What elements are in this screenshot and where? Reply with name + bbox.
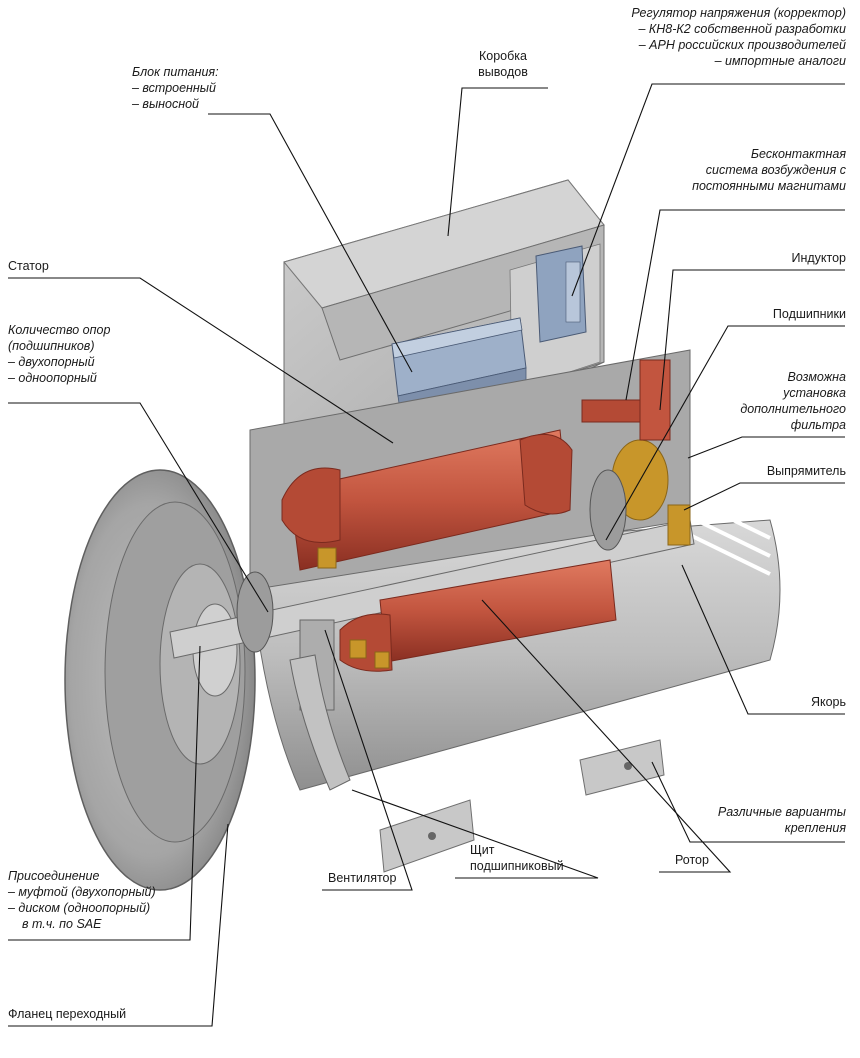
adapter-flange (64, 469, 256, 891)
terminal-box-label: Коробка выводов (478, 49, 528, 79)
connection-label: Присоединение – муфтой (двухопорный) – д… (8, 869, 156, 931)
adapter-flange-label: Фланец переходный (8, 1007, 127, 1021)
stator-label: Статор (8, 259, 49, 273)
filter-option-label: Возможна установка дополнительного фильт… (740, 370, 846, 432)
vent-slots (691, 370, 771, 576)
exciter-assembly (581, 359, 671, 441)
mounting-feet (379, 739, 665, 873)
stator-windings (281, 429, 573, 571)
leader-lines (8, 83, 845, 1027)
bearing-shield (289, 654, 351, 791)
fan-label: Вентилятор (328, 871, 397, 885)
voltage-regulator (535, 245, 587, 343)
rectifier-label: Выпрямитель (766, 464, 846, 478)
rotor-label: Ротор (675, 853, 709, 867)
bearings-label: Подшипники (772, 307, 846, 321)
power-unit-label: Блок питания: – встроенный – выносной (132, 65, 219, 111)
bearing-shield-label: Щит подшипниковый (470, 843, 564, 873)
bearings (236, 469, 627, 653)
excitation-system-label: Бесконтактная система возбуждения с пост… (692, 147, 846, 193)
armature-label: Якорь (810, 695, 846, 709)
inductor-label: Индуктор (791, 251, 846, 265)
supports-count-label: Количество опор (подшипников) – двухопор… (8, 323, 111, 385)
terminal-box (283, 179, 605, 449)
mounting-options-label: Различные варианты крепления (717, 805, 846, 835)
regulator-label: Регулятор напряжения (корректор) – КН8-К… (631, 6, 846, 68)
